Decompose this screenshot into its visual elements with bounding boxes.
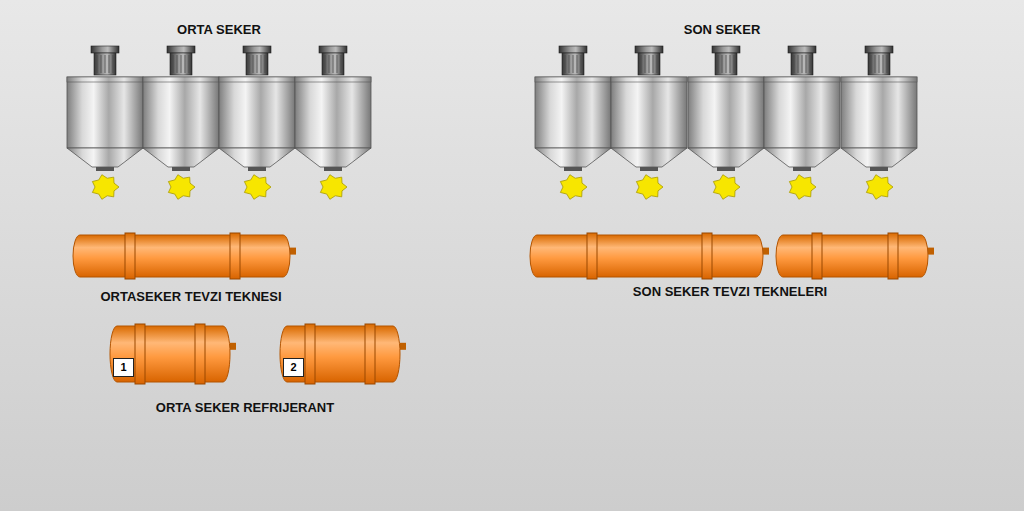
callout-number: 2 (283, 358, 304, 377)
centrifuge (295, 46, 371, 199)
centrifuge (611, 46, 687, 199)
centrifuge (688, 46, 764, 199)
centrifuge (535, 46, 611, 199)
refrigerant-tank: 2 (280, 326, 400, 382)
tank-cylinder (110, 324, 236, 384)
centrifuge (841, 46, 917, 199)
tank-cylinder (530, 233, 769, 279)
centrifuge (764, 46, 840, 199)
centrifuge (67, 46, 143, 199)
tank-cylinder (73, 233, 296, 279)
refrigerant-tank: 1 (110, 326, 230, 382)
tank-cylinder (280, 324, 406, 384)
section-label: ORTA SEKER REFRIJERANT (156, 400, 334, 415)
section-label: SON SEKER TEVZI TEKNELERI (633, 284, 827, 299)
section-label: SON SEKER (684, 22, 761, 37)
centrifuge (219, 46, 295, 199)
section-label: ORTA SEKER (177, 22, 261, 37)
tank-cylinder (776, 233, 934, 279)
callout-number: 1 (113, 358, 134, 377)
centrifuge (143, 46, 219, 199)
section-label: ORTASEKER TEVZI TEKNESI (100, 289, 281, 304)
